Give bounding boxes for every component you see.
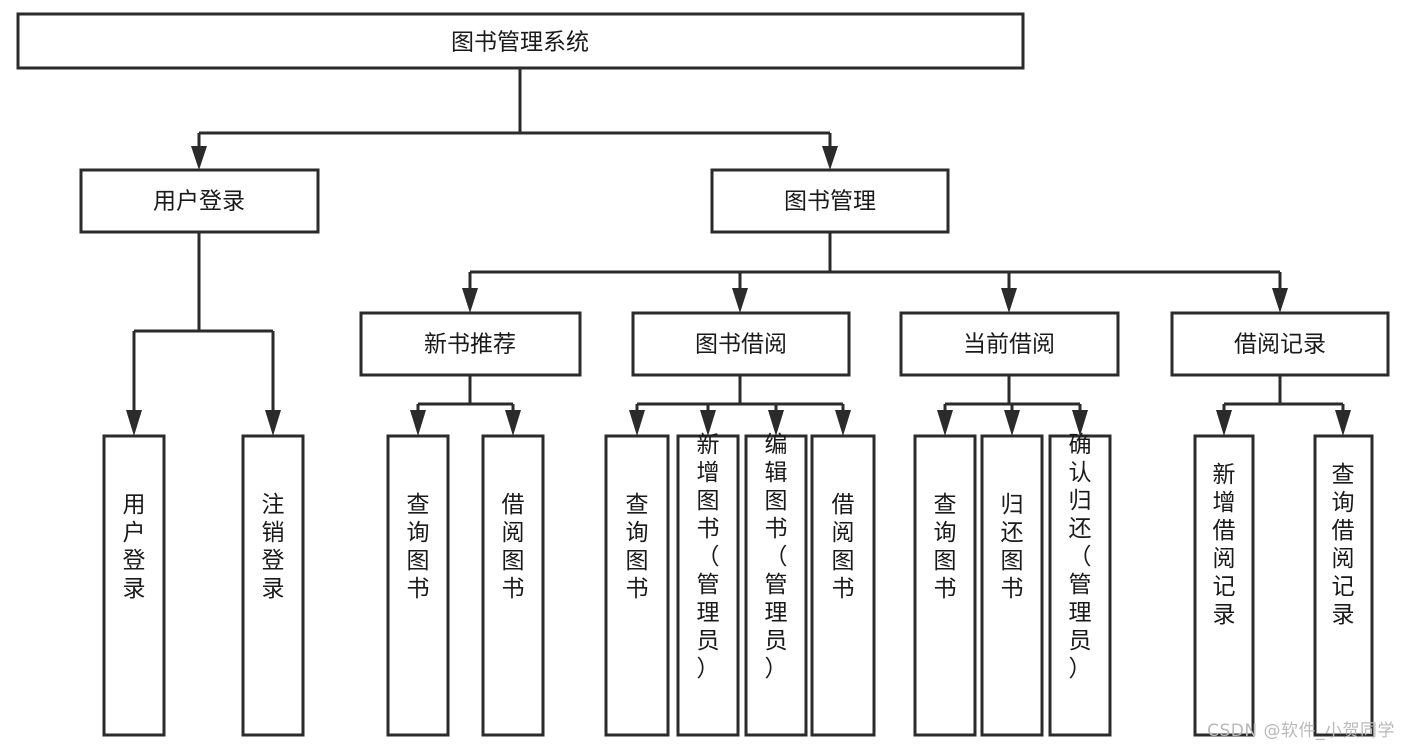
leaf-node-return-book[interactable]: 归还图书 <box>980 434 1044 737</box>
leaf-user-login-box[interactable] <box>102 434 166 737</box>
arrow-head-user-login <box>191 146 207 170</box>
leaf-query-book-2-box[interactable] <box>604 434 670 737</box>
leaf-query-book-1-box[interactable] <box>386 434 450 737</box>
leaf-return-book-box[interactable] <box>980 434 1044 737</box>
arrow-head-leaf-add-record <box>1216 410 1232 436</box>
leaf-node-logout[interactable]: 注销登录 <box>241 434 305 737</box>
leaf-node-confirm-return[interactable]: 确认归还（管理员） <box>1048 432 1112 737</box>
node-new-book-rec-box[interactable] <box>359 311 582 377</box>
leaf-query-book-3-box[interactable] <box>913 434 977 737</box>
leaf-confirm-return-box[interactable] <box>1048 434 1112 737</box>
leaf-node-query-record[interactable]: 查询借阅记录 <box>1313 434 1374 737</box>
leaf-node-query-book-1[interactable]: 查询图书 <box>386 434 450 737</box>
leaf-node-add-record[interactable]: 新增借阅记录 <box>1193 434 1255 737</box>
arrow-head-leaf-add-book <box>700 410 716 436</box>
arrow-head-leaf-edit-book <box>768 410 784 436</box>
node-book-manage-label: 图书管理 <box>784 189 876 215</box>
leaf-logout-box[interactable] <box>241 434 305 737</box>
leaf-return-book-label: 归还图书 <box>1001 492 1024 602</box>
node-current-borrow[interactable]: 当前借阅 <box>899 311 1120 377</box>
node-book-manage[interactable]: 图书管理 <box>710 168 950 234</box>
leaf-add-record-box[interactable] <box>1193 434 1255 737</box>
leaf-node-borrow-book-1[interactable]: 借阅图书 <box>481 434 545 737</box>
arrow-head-current-borrow <box>1001 288 1017 313</box>
leaf-node-user-login[interactable]: 用户登录 <box>102 434 166 737</box>
arrow-head-leaf-borrow-book-1 <box>505 410 521 436</box>
arrow-head-leaf-query-book-1 <box>410 410 426 436</box>
leaf-user-login-label: 用户登录 <box>123 492 146 602</box>
node-book-manage-box[interactable] <box>710 168 950 234</box>
node-root-box[interactable] <box>16 12 1025 70</box>
arrow-head-book-manage <box>822 146 838 170</box>
arrow-head-new-book-rec <box>462 288 478 313</box>
leaf-logout-label: 注销登录 <box>262 492 285 602</box>
leaf-query-book-2-label: 查询图书 <box>626 492 649 602</box>
leaf-query-book-1-label: 查询图书 <box>407 492 430 602</box>
arrow-head-leaf-user-login <box>126 410 142 436</box>
leaf-node-query-book-2[interactable]: 查询图书 <box>604 434 670 737</box>
leaf-confirm-return-label: 确认归还（管理员） <box>1069 432 1092 682</box>
node-borrow-record-label: 借阅记录 <box>1234 332 1326 358</box>
arrow-head-leaf-logout <box>265 410 281 436</box>
node-new-book-rec-label: 新书推荐 <box>424 332 516 358</box>
node-borrow-record[interactable]: 借阅记录 <box>1170 311 1390 377</box>
leaf-node-edit-book[interactable]: 编辑图书（管理员） <box>744 432 808 737</box>
leaf-node-borrow-book-2[interactable]: 借阅图书 <box>810 434 876 737</box>
node-current-borrow-label: 当前借阅 <box>963 332 1055 358</box>
node-root[interactable]: 图书管理系统 <box>16 12 1025 70</box>
node-new-book-rec[interactable]: 新书推荐 <box>359 311 582 377</box>
leaf-node-query-book-3[interactable]: 查询图书 <box>913 434 977 737</box>
arrow-head-book-borrow <box>732 288 748 313</box>
node-user-login[interactable]: 用户登录 <box>79 168 320 234</box>
leaf-query-record-box[interactable] <box>1313 434 1374 737</box>
node-book-borrow-label: 图书借阅 <box>695 332 787 358</box>
node-book-borrow-box[interactable] <box>631 311 851 377</box>
leaf-add-record-label: 新增借阅记录 <box>1213 462 1236 628</box>
arrow-head-borrow-record <box>1272 288 1288 313</box>
node-book-borrow[interactable]: 图书借阅 <box>631 311 851 377</box>
arrow-head-leaf-query-book-3 <box>937 410 953 436</box>
node-user-login-label: 用户登录 <box>153 189 245 215</box>
node-user-login-box[interactable] <box>79 168 320 234</box>
leaf-add-book-box[interactable] <box>676 434 740 737</box>
arrow-head-leaf-query-book-2 <box>629 410 645 436</box>
leaf-query-book-3-label: 查询图书 <box>934 492 957 602</box>
leaf-borrow-book-2-label: 借阅图书 <box>832 492 855 602</box>
leaf-borrow-book-2-box[interactable] <box>810 434 876 737</box>
leaf-edit-book-label: 编辑图书（管理员） <box>765 432 788 682</box>
arrow-head-leaf-query-record <box>1335 410 1351 436</box>
node-borrow-record-box[interactable] <box>1170 311 1390 377</box>
leaf-query-record-label: 查询借阅记录 <box>1332 462 1355 628</box>
connector-layer <box>126 68 1351 436</box>
arrow-head-leaf-return-book <box>1004 410 1020 436</box>
leaf-node-add-book[interactable]: 新增图书（管理员） <box>676 432 740 737</box>
node-current-borrow-box[interactable] <box>899 311 1120 377</box>
arrow-head-leaf-confirm-return <box>1072 410 1088 436</box>
leaf-edit-book-box[interactable] <box>744 434 808 737</box>
arrow-head-leaf-borrow-book-2 <box>835 410 851 436</box>
leaf-borrow-book-1-box[interactable] <box>481 434 545 737</box>
leaf-borrow-book-1-label: 借阅图书 <box>502 492 525 602</box>
node-root-label: 图书管理系统 <box>451 30 589 56</box>
leaf-add-book-label: 新增图书（管理员） <box>697 432 720 682</box>
